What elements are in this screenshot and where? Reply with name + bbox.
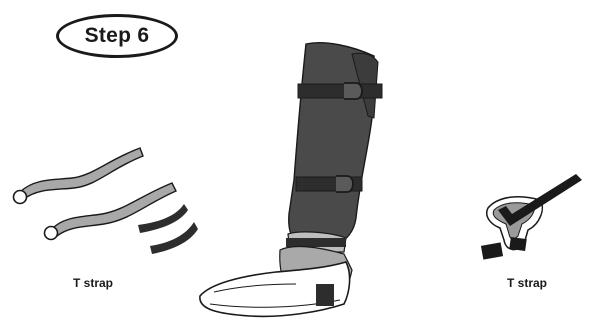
- t-strap-upper-ring: [14, 191, 27, 204]
- step-label: Step 6: [85, 24, 150, 48]
- caption-left-t-strap: T strap: [73, 276, 113, 290]
- t-strap-detail: [481, 174, 582, 260]
- leg-brace-assembly: [200, 43, 382, 317]
- step-badge: Step 6: [56, 14, 178, 58]
- ankle-strap: [286, 238, 346, 247]
- brace-upper-strap: [298, 84, 382, 98]
- t-strap-right-tab: [509, 237, 527, 251]
- loose-t-straps: [14, 148, 199, 254]
- caption-right-t-strap: T strap: [507, 276, 547, 290]
- velcro-tab-upper: [138, 204, 188, 233]
- brace-lower-buckle: [336, 176, 353, 192]
- heel-strap: [316, 284, 334, 306]
- brace-upper-buckle: [344, 83, 362, 99]
- t-strap-left-tab: [481, 242, 503, 259]
- t-strap-upper: [20, 148, 143, 199]
- t-strap-lower-ring: [45, 227, 58, 240]
